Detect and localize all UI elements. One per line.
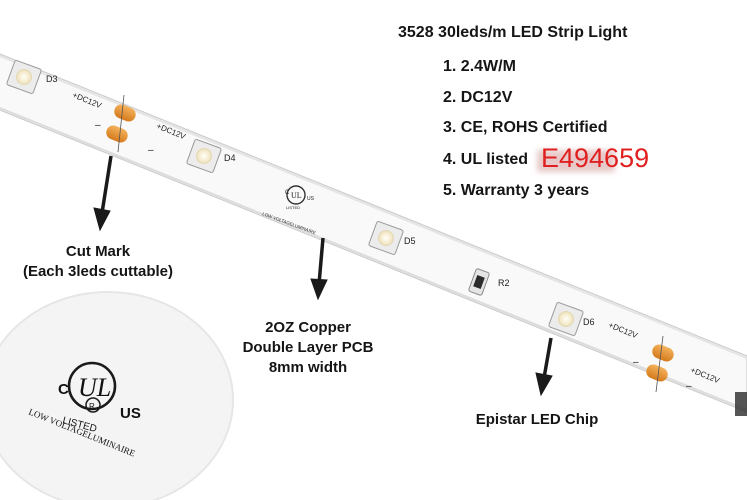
ul-mark-zoom <box>0 291 234 500</box>
callout-epistar-chip: Epistar LED Chip <box>475 411 599 428</box>
cut-pad-left <box>106 94 136 153</box>
led-chip-d6 <box>548 302 584 336</box>
led-chip-d3 <box>6 60 42 94</box>
strip-label-d6: D6 <box>583 317 595 327</box>
spec-title: 3528 30leds/m LED Strip Light <box>398 24 628 41</box>
ul-small-ul: UL <box>291 191 302 200</box>
cut-pad-right <box>646 335 674 393</box>
ul-zoom-r: R <box>89 402 95 411</box>
ul-number: E494659 <box>541 143 650 173</box>
callout-copper-line-2: Double Layer PCB <box>242 339 374 356</box>
ul-small-listed: LISTED <box>286 205 300 210</box>
ul-small-c: C <box>285 190 290 196</box>
strip-label-minus-2: – <box>148 145 154 156</box>
strip-label-minus-1: – <box>95 120 101 131</box>
spec-item-voltage: 2. DC12V <box>443 89 513 106</box>
cut-mark-arrow <box>93 155 113 232</box>
strip-label-d3: D3 <box>46 74 58 84</box>
callout-cut-mark-line-2: (Each 3leds cuttable) <box>22 263 174 280</box>
ul-mark-small <box>286 185 306 205</box>
callout-copper-line-1: 2OZ Copper <box>265 319 351 336</box>
ul-zoom-c: C <box>58 381 69 398</box>
led-chip-d4 <box>186 139 222 173</box>
ul-small-us: US <box>307 196 315 202</box>
ul-number-smudge <box>537 150 615 172</box>
callout-copper-pcb: 2OZ Copper Double Layer PCB 8mm width <box>210 318 406 378</box>
spec-item-power: 1. 2.4W/M <box>443 58 516 75</box>
led-chip-d5 <box>368 221 404 255</box>
strip-label-r2: R2 <box>498 278 510 288</box>
strip-label-d4: D4 <box>224 153 236 163</box>
callout-copper-line-3: 8mm width <box>268 359 348 376</box>
spec-item-ul-listed: 4. UL listed <box>443 151 529 168</box>
resistor-r2 <box>468 268 490 296</box>
epistar-arrow <box>535 337 553 397</box>
callout-cut-mark: Cut Mark (Each 3leds cuttable) <box>0 242 196 282</box>
ul-zoom-us: US <box>120 405 141 422</box>
spec-item-certification: 3. CE, ROHS Certified <box>443 119 608 136</box>
ul-zoom-ul: UL <box>78 373 111 402</box>
strip-label-d5: D5 <box>404 236 416 246</box>
spec-item-warranty: 5. Warranty 3 years <box>443 182 590 199</box>
strip-label-minus-4: – <box>686 381 692 392</box>
callout-cut-mark-line-1: Cut Mark <box>65 243 131 260</box>
copper-arrow <box>310 237 328 301</box>
strip-label-minus-3: – <box>633 357 639 368</box>
